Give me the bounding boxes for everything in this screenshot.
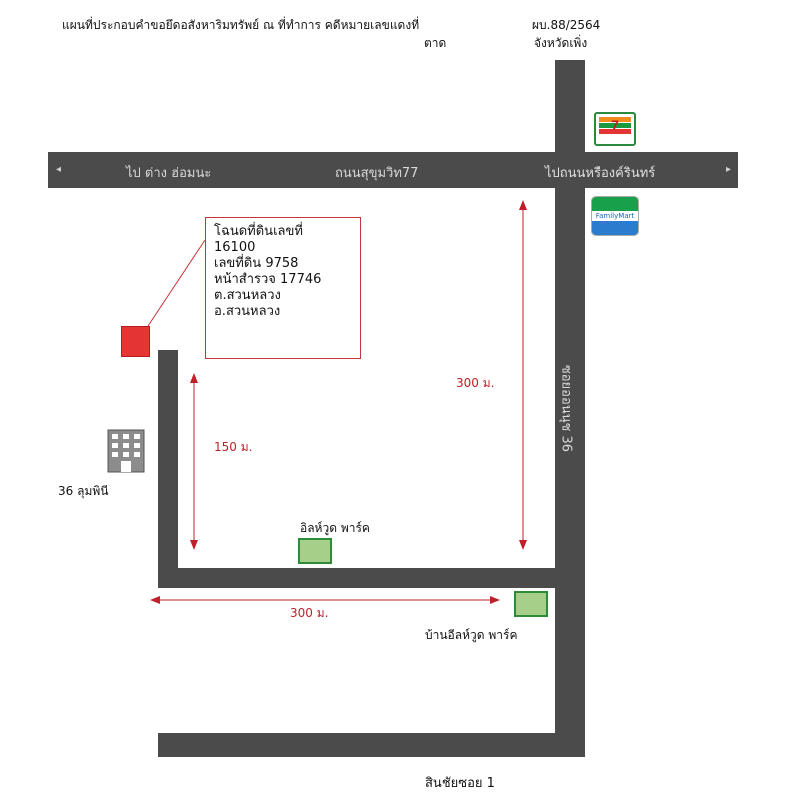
land-deed-number: 16100 bbox=[214, 240, 256, 255]
park-label: อิลห์วูด พาร์ค bbox=[300, 521, 370, 535]
right-arrow-icon: ▸ bbox=[726, 164, 732, 175]
land-survey-number: หน้าสำรวจ 17746 bbox=[214, 272, 322, 287]
land-parcel-number: เลขที่ดิน 9758 bbox=[214, 256, 299, 271]
park-village-label: บ้านอีลห์วูด พาร์ค bbox=[425, 628, 518, 642]
case-sub: จังหวัดเพิ่ง bbox=[534, 36, 588, 50]
property-marker bbox=[121, 326, 150, 357]
road-label-center: ถนนสุขุมวิท77 bbox=[335, 166, 419, 181]
park-icon bbox=[298, 538, 332, 564]
land-district: อ.สวนหลวง bbox=[214, 304, 281, 319]
svg-text:7: 7 bbox=[611, 117, 619, 133]
distance-label-left: 150 ม. bbox=[214, 440, 253, 454]
seven-eleven-icon: 7 bbox=[594, 112, 636, 146]
left-road-vertical bbox=[158, 350, 178, 588]
road-label-right: ไปถนนหรืองค์รินทร์ bbox=[545, 166, 656, 181]
familymart-text: FamilyMart bbox=[592, 211, 638, 221]
bottom-road-label: สินชัยซอย 1 bbox=[425, 776, 495, 791]
right-road-vertical bbox=[555, 60, 585, 757]
land-subdistrict: ต.สวนหลวง bbox=[214, 288, 281, 303]
left-arrow-icon: ◂ bbox=[56, 164, 62, 175]
bottom-road-horizontal bbox=[158, 568, 585, 588]
map-title-sub: ตาด bbox=[424, 36, 447, 50]
familymart-icon: FamilyMart bbox=[591, 196, 639, 236]
park-village-icon bbox=[514, 591, 548, 617]
distance-label-bottom: 300 ม. bbox=[290, 606, 329, 620]
land-deed-label: โฉนดที่ดินเลขที่ bbox=[214, 224, 303, 239]
main-road-horizontal bbox=[48, 152, 738, 188]
lower-road-horizontal bbox=[158, 733, 585, 757]
building-label: 36 ลุมพินี bbox=[58, 484, 109, 498]
distance-label-right: 300 ม. bbox=[456, 376, 495, 390]
road-label-left: ไป ต่าง ฮ่อมนะ bbox=[126, 166, 212, 181]
map-title: แผนที่ประกอบคำขอยึดอสังหาริมทรัพย์ ณ ที่… bbox=[62, 18, 420, 32]
marker-connector-line bbox=[147, 239, 206, 327]
building-icon bbox=[106, 428, 146, 474]
land-info-box: โฉนดที่ดินเลขที่ 16100 เลขที่ดิน 9758 หน… bbox=[205, 217, 361, 359]
case-number: ผบ.88/2564 bbox=[532, 18, 601, 32]
